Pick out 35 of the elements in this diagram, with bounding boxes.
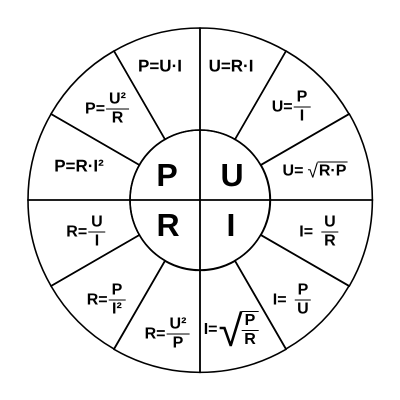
quantity-letter: U <box>220 159 244 191</box>
numerator: U² <box>166 316 190 334</box>
denominator: I <box>298 107 306 126</box>
denominator: I² <box>111 300 123 318</box>
formula: U=R·I <box>208 58 254 76</box>
denominator: I <box>94 232 100 250</box>
quantity-letter: R <box>156 209 180 241</box>
denominator: U <box>296 300 310 318</box>
numerator: P <box>294 282 312 300</box>
numerator: P <box>242 310 258 331</box>
numerator: U <box>88 214 106 232</box>
denominator: R <box>323 232 337 250</box>
formula-term: I= <box>299 223 314 241</box>
formula-term: R= <box>144 325 166 343</box>
formula-term: U= <box>282 162 304 180</box>
numerator: P <box>294 88 310 108</box>
formula-term: I= <box>204 321 218 339</box>
formula-term: R= <box>86 291 108 309</box>
denominator: R <box>243 330 257 349</box>
denominator: P <box>172 334 184 352</box>
numerator: U <box>321 214 339 232</box>
formula-term: I= <box>272 291 287 309</box>
radicand: R·P <box>318 162 348 180</box>
formula-term: R= <box>66 223 88 241</box>
denominator: R <box>110 109 124 128</box>
radical-sign: √ <box>218 310 243 354</box>
formula-term: U= <box>272 98 293 116</box>
radical-sign: √ <box>307 162 318 182</box>
numerator: P <box>108 282 126 300</box>
formula: P=U·I <box>138 58 182 76</box>
quantity-letter: I <box>226 209 236 241</box>
formula-term: P= <box>85 100 106 118</box>
quantity-letter: P <box>156 159 178 191</box>
numerator: U² <box>106 90 129 110</box>
formula: P=R·I² <box>54 158 104 176</box>
